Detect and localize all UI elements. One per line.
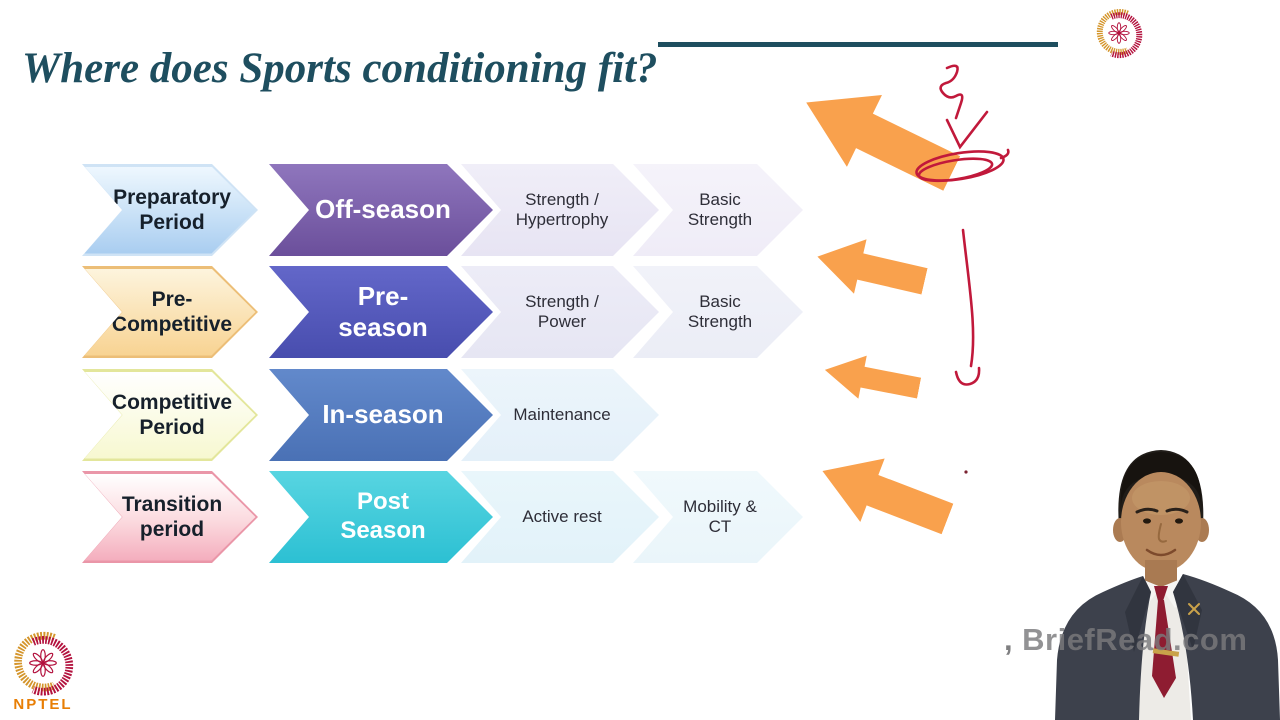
chevron-preparatory-period: Preparatory Period <box>82 164 258 256</box>
pen-squiggle <box>939 64 964 120</box>
chevron-label: Basic Strength <box>687 189 753 229</box>
presenter-video-inset <box>1055 440 1280 720</box>
chevron-label: Maintenance <box>513 404 611 424</box>
chevron-competitive-period: Competitive Period <box>82 369 258 461</box>
chevron-label: Active rest <box>522 506 602 526</box>
chevron-in-season: In-season <box>269 369 493 461</box>
chevron-label: Transition period <box>121 492 223 541</box>
chevron-transition-period: Transition period <box>82 471 258 563</box>
page-title: Where does Sports conditioning fit? <box>22 45 658 92</box>
chevron-label: Pre- Competitive <box>111 287 233 336</box>
chevron-label: Preparatory Period <box>113 185 231 234</box>
title-divider-line <box>658 42 1058 47</box>
chevron-label: In-season <box>322 399 444 430</box>
chevron-pre-competitive: Pre- Competitive <box>82 266 258 358</box>
chevron-off-season: Off-season <box>269 164 493 256</box>
tie-clip <box>1152 648 1180 657</box>
nptel-label: NPTEL <box>13 696 73 713</box>
chevron-label: Pre-season <box>338 280 428 342</box>
left-arrow-icon-3 <box>821 348 924 410</box>
pen-vertical-line <box>961 228 975 368</box>
nptel-logo-icon <box>8 628 78 698</box>
nptel-logo-icon <box>1092 6 1146 60</box>
chevron-label: Basic Strength <box>687 291 753 331</box>
chevron-pre-season: Pre-season <box>269 266 493 358</box>
left-arrow-icon-1 <box>789 67 970 210</box>
lapel-pin <box>1188 603 1200 615</box>
chevron-label: Post Season <box>340 488 426 544</box>
pen-oval-scribble <box>915 150 1005 183</box>
watermark: , BriefRead.com <box>1004 622 1247 658</box>
chevron-label: Competitive Period <box>111 390 233 439</box>
chevron-label: Strength / Hypertrophy <box>515 189 609 229</box>
pen-arrow-hook <box>954 366 981 386</box>
pen-dot <box>964 470 968 474</box>
watermark-mark: , <box>1004 622 1014 657</box>
presenter-tie <box>1152 600 1176 698</box>
watermark-text: BriefRead.com <box>1022 622 1248 657</box>
chevron-label: Mobility & CT <box>683 496 757 536</box>
pen-checkmark <box>945 110 989 150</box>
chevron-post-season: Post Season <box>269 471 493 563</box>
left-arrow-icon-2 <box>811 229 931 308</box>
left-arrow-icon-4 <box>810 439 959 551</box>
chevron-label: Off-season <box>315 194 451 225</box>
chevron-label: Strength / Power <box>525 291 599 331</box>
